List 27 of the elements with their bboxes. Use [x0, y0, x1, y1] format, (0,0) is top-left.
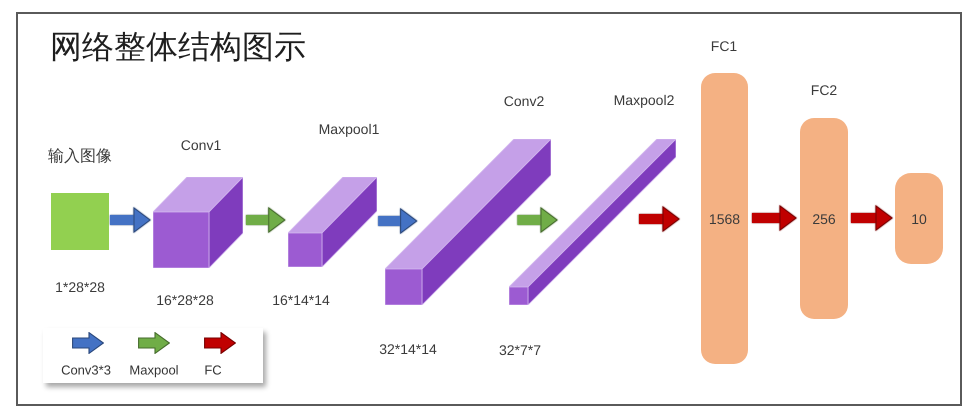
- legend-label: Maxpool: [129, 364, 179, 378]
- value-label: 1568: [708, 210, 740, 227]
- block-arrow: [851, 206, 892, 230]
- block-arrow: [378, 208, 418, 234]
- rounded-box: [895, 173, 943, 264]
- layer-label: Conv2: [504, 92, 544, 110]
- legend-label: Conv3*3: [61, 364, 111, 378]
- legend-label: FC: [204, 364, 222, 378]
- size-label: 32*7*7: [498, 342, 542, 358]
- layer-label: Conv1: [180, 136, 222, 154]
- layer-label: 输入图像: [48, 148, 112, 166]
- layer-label: Maxpool2: [614, 92, 674, 108]
- size-label: 32*14*14: [379, 340, 437, 358]
- layer-label: Maxpool1: [318, 120, 380, 138]
- block-arrow: [752, 206, 796, 230]
- size-label: 16*28*28: [156, 292, 214, 308]
- size-label: 1*28*28: [55, 278, 105, 296]
- block-arrow: [246, 208, 286, 232]
- layer-label: FC1: [710, 38, 738, 54]
- value-label: 256: [812, 210, 836, 227]
- block-arrow: [639, 206, 680, 232]
- title: 网络整体结构图示: [50, 28, 306, 66]
- size-label: 16*14*14: [272, 292, 330, 308]
- block-arrow: [110, 208, 150, 232]
- layer-label: FC2: [810, 82, 838, 98]
- value-label: 10: [911, 210, 927, 227]
- block-arrow: [517, 208, 558, 232]
